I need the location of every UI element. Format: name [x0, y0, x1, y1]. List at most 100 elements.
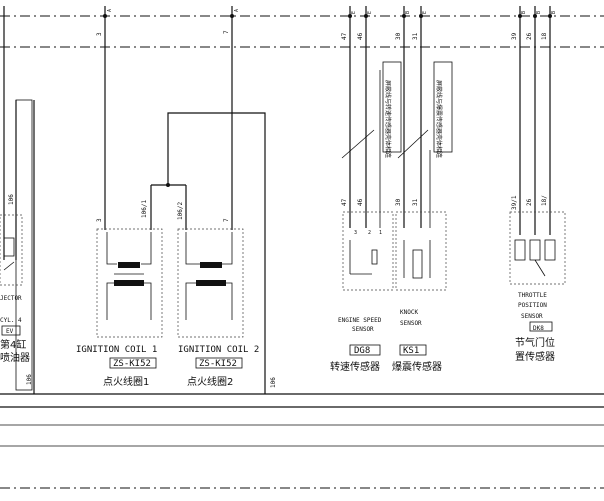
injector-pin-label: 106 — [8, 194, 15, 205]
knock-element — [412, 249, 423, 279]
coil1-primary — [118, 262, 140, 268]
tps-code: DK8 — [533, 325, 544, 332]
coil1-primary-lead-2 — [141, 232, 152, 265]
tps-code-box — [529, 321, 553, 332]
coil2-in-label: 7 — [223, 30, 230, 34]
tps-top-c: 18 — [541, 32, 548, 40]
speed-top-a: 47 — [341, 32, 348, 40]
knock-note: 屏蔽线与爆震传感器壳体相连 — [435, 80, 443, 158]
speed-note-box — [382, 61, 402, 153]
coil1-pin-top: 3 — [96, 218, 103, 222]
tps-resistor-1 — [514, 239, 526, 261]
tps-resistor-3 — [544, 239, 556, 261]
speed-code: DG8 — [354, 346, 370, 356]
throttle-position-sensor: 39 26 18 B B B 39/1 26 18/ THROTTLE POSI… — [509, 6, 566, 363]
tps-name-1: THROTTLE — [518, 292, 547, 299]
speed-top-b: 46 — [357, 32, 364, 40]
bus-ground-label: 106 — [270, 377, 277, 388]
speed-top-b-conn: E — [367, 11, 373, 14]
speed-coil — [371, 249, 378, 265]
knock-top-a: 30 — [395, 32, 402, 40]
ignition-coil-1: 3 106/1 IGNITION COIL 1 ZS-KI52 点火线圈1 — [76, 185, 163, 388]
coil2-hv-lead-1 — [185, 282, 196, 320]
injector-coil — [3, 237, 15, 257]
speed-pin-a: 47 — [341, 198, 348, 206]
injector-cyl: CYL. 4 — [0, 317, 22, 324]
coil2-code: ZS-KI52 — [199, 359, 237, 369]
coil2-code-box — [195, 357, 243, 369]
injector-ground-label: 106 — [26, 374, 33, 385]
speed-note: 屏蔽线与转速传感器壳体相连 — [384, 80, 392, 158]
tps-top-b: 26 — [526, 32, 533, 40]
knock-code-box — [399, 344, 427, 356]
knock-top-b: 31 — [412, 32, 419, 40]
injector-frame — [15, 99, 33, 391]
knock-pin-a: 30 — [395, 198, 402, 206]
coil2-pin-top: 7 — [223, 218, 230, 222]
tps-pin-b: 26 — [526, 198, 533, 206]
coil2-in-connector: A — [234, 9, 240, 12]
coil2-hv-lead-2 — [226, 282, 233, 320]
terminal-coil2-in: 7 A — [223, 6, 240, 230]
coil1-pin-side: 106/1 — [141, 200, 148, 218]
speed-name-2: SENSOR — [352, 326, 374, 333]
coil1-hv-lead-1 — [106, 282, 114, 320]
injector-cn-1: 第4缸 — [0, 338, 26, 351]
knock-pin-b: 31 — [412, 198, 419, 206]
injector-plunger — [3, 261, 15, 271]
injector-name: JECTOR — [0, 295, 22, 302]
speed-code-box — [349, 344, 381, 356]
knock-top-a-conn: B — [405, 11, 411, 14]
knock-cn: 爆震传感器 — [392, 360, 442, 373]
coil2-primary — [200, 262, 222, 268]
tps-top-b-conn: B — [536, 11, 542, 14]
coil1-cn: 点火线圈1 — [103, 375, 149, 388]
ignition-coil-2: 7 106/2 IGNITION COIL 2 ZS-KI52 点火线圈2 — [177, 185, 259, 388]
tps-top-a-conn: B — [521, 11, 527, 14]
coil1-body — [96, 228, 163, 338]
injector-cn-2: 喷油器 — [0, 351, 30, 364]
coil-common-wire — [151, 112, 266, 394]
coil2-name: IGNITION COIL 2 — [178, 345, 259, 355]
injector-code-box — [1, 325, 21, 336]
tps-top-a: 39 — [511, 32, 518, 40]
coil-junction — [166, 183, 170, 187]
tps-wiper — [534, 259, 546, 277]
injector-code: EV — [6, 328, 14, 335]
coil2-cn: 点火线圈2 — [187, 375, 233, 388]
knock-sensor: 30 31 B E 30 31 屏蔽线与爆震传感器壳体相连 KNOCK SENS… — [392, 6, 453, 373]
speed-top-a-conn: E — [351, 11, 357, 14]
tps-pin-c: 18/ — [541, 195, 548, 206]
tps-cn-1: 节气门位 — [515, 336, 555, 349]
coil1-code-box — [109, 357, 157, 369]
injector-4: 3 106 JECTOR CYL. 4 EV 第4缸 喷油器 106 — [0, 6, 35, 394]
coil2-pin-side: 106/2 — [177, 202, 184, 220]
coil1-code: ZS-KI52 — [113, 359, 151, 369]
knock-name-2: SENSOR — [400, 320, 422, 327]
tps-name-3: SENSOR — [521, 313, 543, 320]
coil2-primary-lead-2 — [222, 232, 233, 265]
speed-cn: 转速传感器 — [330, 360, 380, 373]
knock-body — [395, 211, 447, 291]
speed-body — [342, 211, 394, 291]
knock-top-b-conn: E — [422, 11, 428, 14]
speed-shield-symbol — [341, 129, 375, 159]
coil1-name: IGNITION COIL 1 — [76, 345, 157, 355]
tps-cn-2: 置传感器 — [515, 350, 555, 363]
coil1-in-label: 3 — [96, 32, 103, 36]
coil2-secondary — [196, 280, 226, 286]
coil1-in-connector: A — [107, 9, 113, 12]
speed-inner-1: 3 — [354, 230, 357, 236]
coil1-secondary — [114, 280, 144, 286]
tps-resistor-2 — [529, 239, 541, 261]
coil2-body — [177, 228, 244, 338]
speed-inner-3: 1 — [379, 230, 382, 236]
coil1-hv-lead-2 — [144, 282, 152, 320]
tps-name-2: POSITION — [518, 302, 547, 309]
engine-speed-sensor: 47 46 E E 47 46 屏蔽线与转速传感器壳体相连 3 2 1 ENGI… — [330, 6, 402, 373]
speed-name-1: ENGINE SPEED — [338, 317, 382, 324]
tps-pin-a: 39/1 — [511, 195, 518, 210]
knock-name-1: KNOCK — [400, 309, 418, 316]
